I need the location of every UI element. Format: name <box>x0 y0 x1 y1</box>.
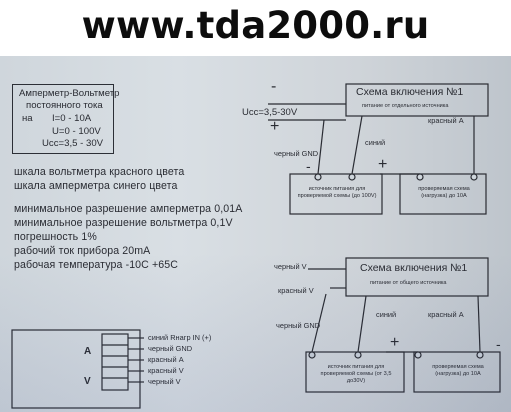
connector-block <box>101 333 129 391</box>
note-ammeter-resolution: минимальное разрешение амперметра 0,01A <box>14 203 243 215</box>
connector-v: V <box>84 376 91 387</box>
connector-a: A <box>84 346 92 357</box>
diagram2-load-terminal-2 <box>476 351 484 359</box>
diagram2-black-v: черный V <box>274 262 307 271</box>
diagram1-source-plus: + <box>378 156 388 173</box>
diagram1-ucc: Ucc=3,5-30V <box>242 107 298 118</box>
connector-pin-black-v: черный V <box>148 377 181 386</box>
diagram1-terminal-minus <box>314 173 322 181</box>
diagram2-red-a: красный A <box>428 310 464 319</box>
diagram1-module <box>345 83 489 117</box>
note-ammeter-scale: шкала амперметра синего цвета <box>14 180 178 192</box>
diagram1-blue: синий <box>365 138 386 147</box>
wiring-drawings <box>11 83 501 409</box>
spec-na: на <box>22 113 33 124</box>
diagram2-subtitle: питание от общего источника <box>370 280 447 286</box>
diagram1-source-label: источник питания для проверяемой схемы (… <box>297 186 377 199</box>
site-banner: www.tda2000.ru <box>0 0 511 60</box>
diagram1-red-a: красный A <box>428 116 464 125</box>
diagram1-title: Схема включения №1 <box>356 86 464 98</box>
diagram2-load-minus: - <box>496 336 501 352</box>
diagram1-minus-sign: - <box>271 78 277 95</box>
diagram2-load-box <box>413 351 501 393</box>
note-operating-current: рабочий ток прибора 20mA <box>14 245 151 257</box>
connector-pin-blue: синий Rнагр IN (+) <box>148 333 212 342</box>
diagram2-load-terminal-1 <box>414 351 422 359</box>
spec-subtitle: постоянного тока <box>26 100 103 111</box>
diagram1-plus-sign: + <box>270 118 280 135</box>
diagram2-load-label: проверяемая схема (нагрузка) до 10А <box>432 364 484 377</box>
connector-pin-red-a: красный A <box>148 355 184 364</box>
diagram1-load-box <box>399 173 487 215</box>
diagram1-source-minus: - <box>306 158 311 174</box>
note-accuracy: погрешность 1% <box>14 231 97 243</box>
diagram1-terminal-plus <box>348 173 356 181</box>
diagram1-black-gnd: черный GND <box>274 149 319 158</box>
diagram2-terminal-minus <box>308 351 316 359</box>
diagram2-red-v: красный V <box>278 286 314 295</box>
diagram1-load-terminal-1 <box>416 173 424 181</box>
diagram2-title: Схема включения №1 <box>360 262 468 274</box>
diagram2-module <box>345 257 489 297</box>
diagram2-black-gnd: черный GND <box>276 321 321 330</box>
spec-box <box>12 84 114 154</box>
diagram1-load-label: проверяемая схема (нагрузка) до 10А <box>418 186 470 199</box>
diagram1-source-box <box>289 173 383 215</box>
spec-voltage: U=0 - 100V <box>52 126 101 137</box>
diagram2-terminal-plus <box>354 351 362 359</box>
connector-pin-red-v: красный V <box>148 366 184 375</box>
connector-pin-gnd: черный GND <box>148 344 193 353</box>
diagram2-source-box <box>305 351 405 393</box>
spec-title: Амперметр-Вольтметр <box>19 88 120 99</box>
site-url: www.tda2000.ru <box>81 4 430 47</box>
connector-outline <box>11 329 141 409</box>
note-operating-temperature: рабочая температура -10C +65C <box>14 259 178 271</box>
note-voltmeter-resolution: минимальное разрешение вольтметра 0,1V <box>14 217 233 229</box>
diagram1-subtitle: питание от отдельного источника <box>362 103 449 109</box>
diagram1-load-terminal-2 <box>470 173 478 181</box>
instruction-sheet: Амперметр-Вольтметр постоянного тока на … <box>0 56 511 412</box>
spec-supply: Ucc=3,5 - 30V <box>42 138 104 149</box>
spec-current: I=0 - 10A <box>52 113 92 124</box>
diagram2-blue: синий <box>376 310 397 319</box>
diagram2-source-plus: + <box>390 334 400 351</box>
diagram2-source-label: источник питания для проверяемой схемы (… <box>320 364 392 384</box>
note-voltmeter-scale: шкала вольтметра красного цвета <box>14 166 185 178</box>
